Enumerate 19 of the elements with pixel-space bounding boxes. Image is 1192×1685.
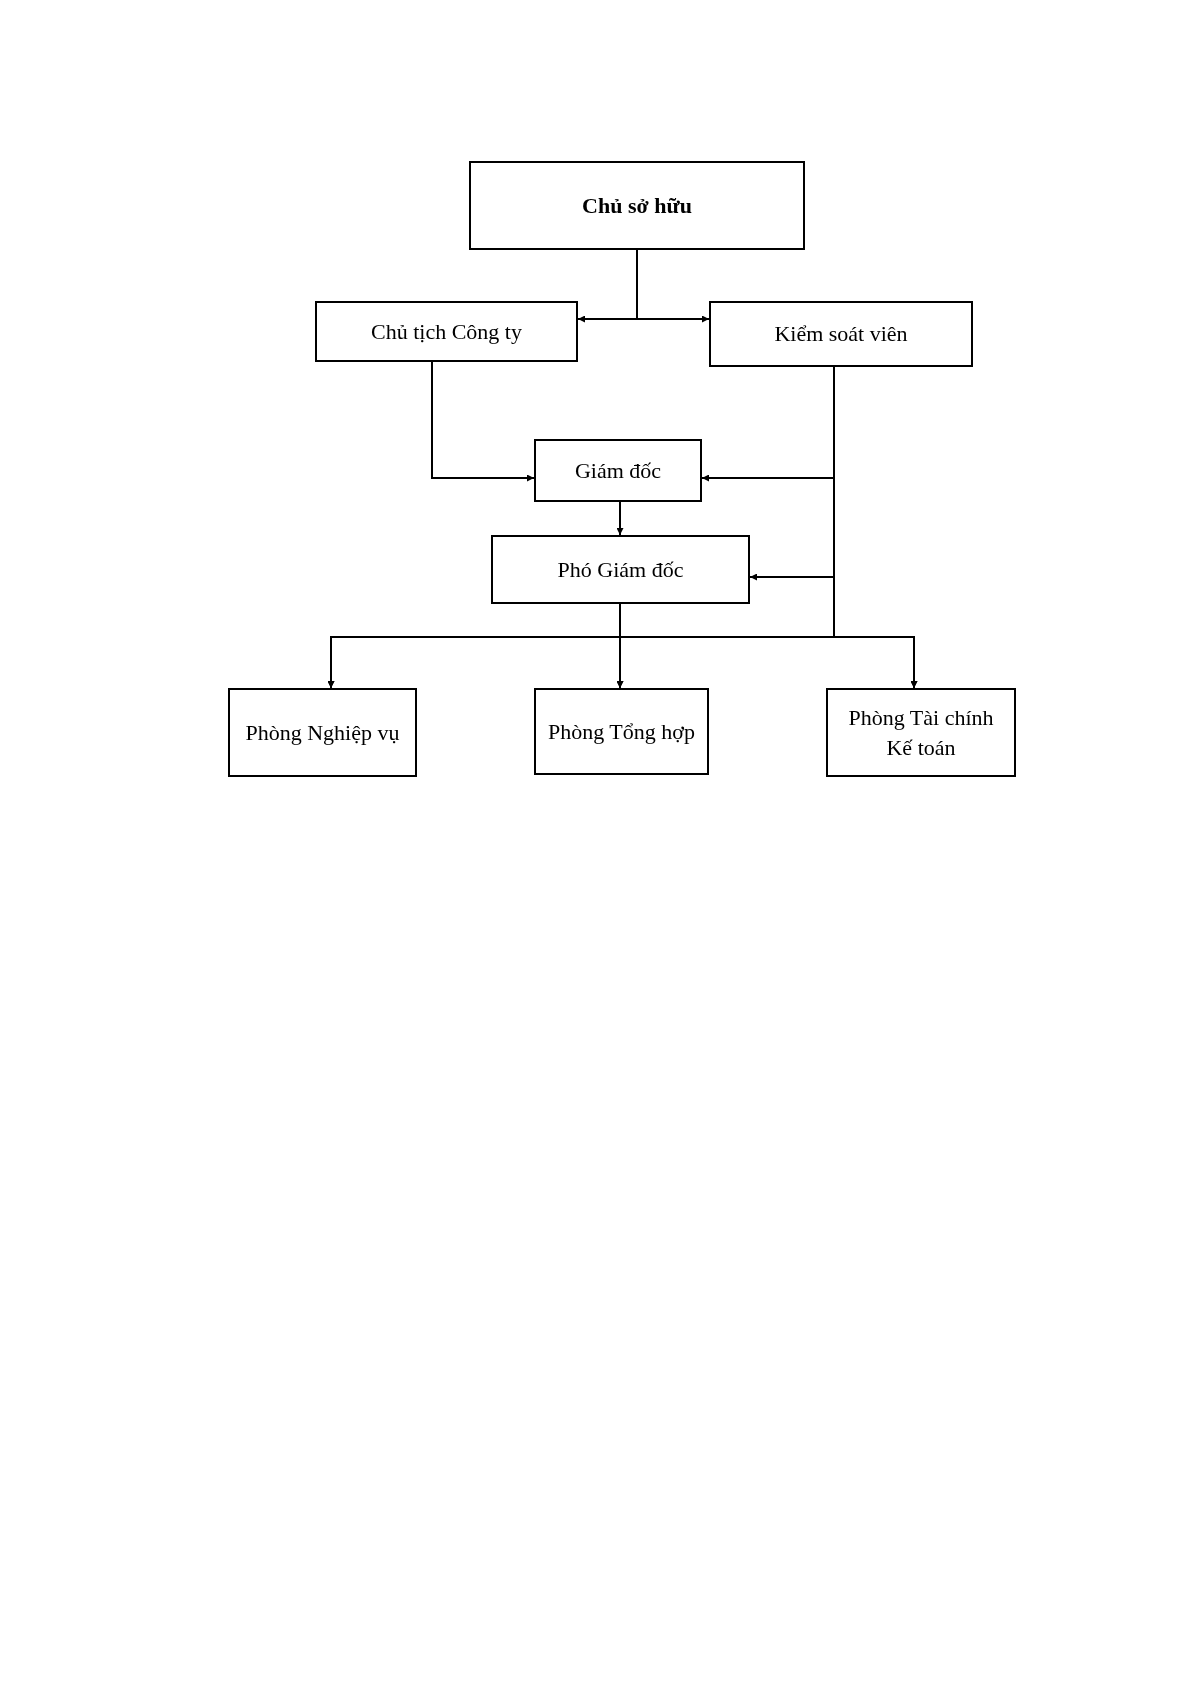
box-label: Phòng Tổng hợp [548,717,695,746]
org-box [826,688,1016,777]
org-box [491,535,750,604]
org-box [709,301,973,367]
box-label: Phòng Nghiệp vụ [245,718,400,747]
box-label: Phó Giám đốc [557,555,684,584]
org-box [228,688,417,777]
box-label: Phòng Tài chính Kế toán [847,703,995,762]
org-box [469,161,805,250]
box-label: Giám đốc [574,456,662,485]
box-label: Chủ tịch Công ty [371,317,522,346]
arrow [616,501,624,536]
org-box [315,301,578,362]
org-box [534,439,702,502]
box-label: Kiểm soát viên [774,320,908,349]
org-box [534,688,709,775]
arrow [636,249,710,323]
box-label: Chủ sở hữu [582,191,692,220]
arrow [431,361,535,482]
